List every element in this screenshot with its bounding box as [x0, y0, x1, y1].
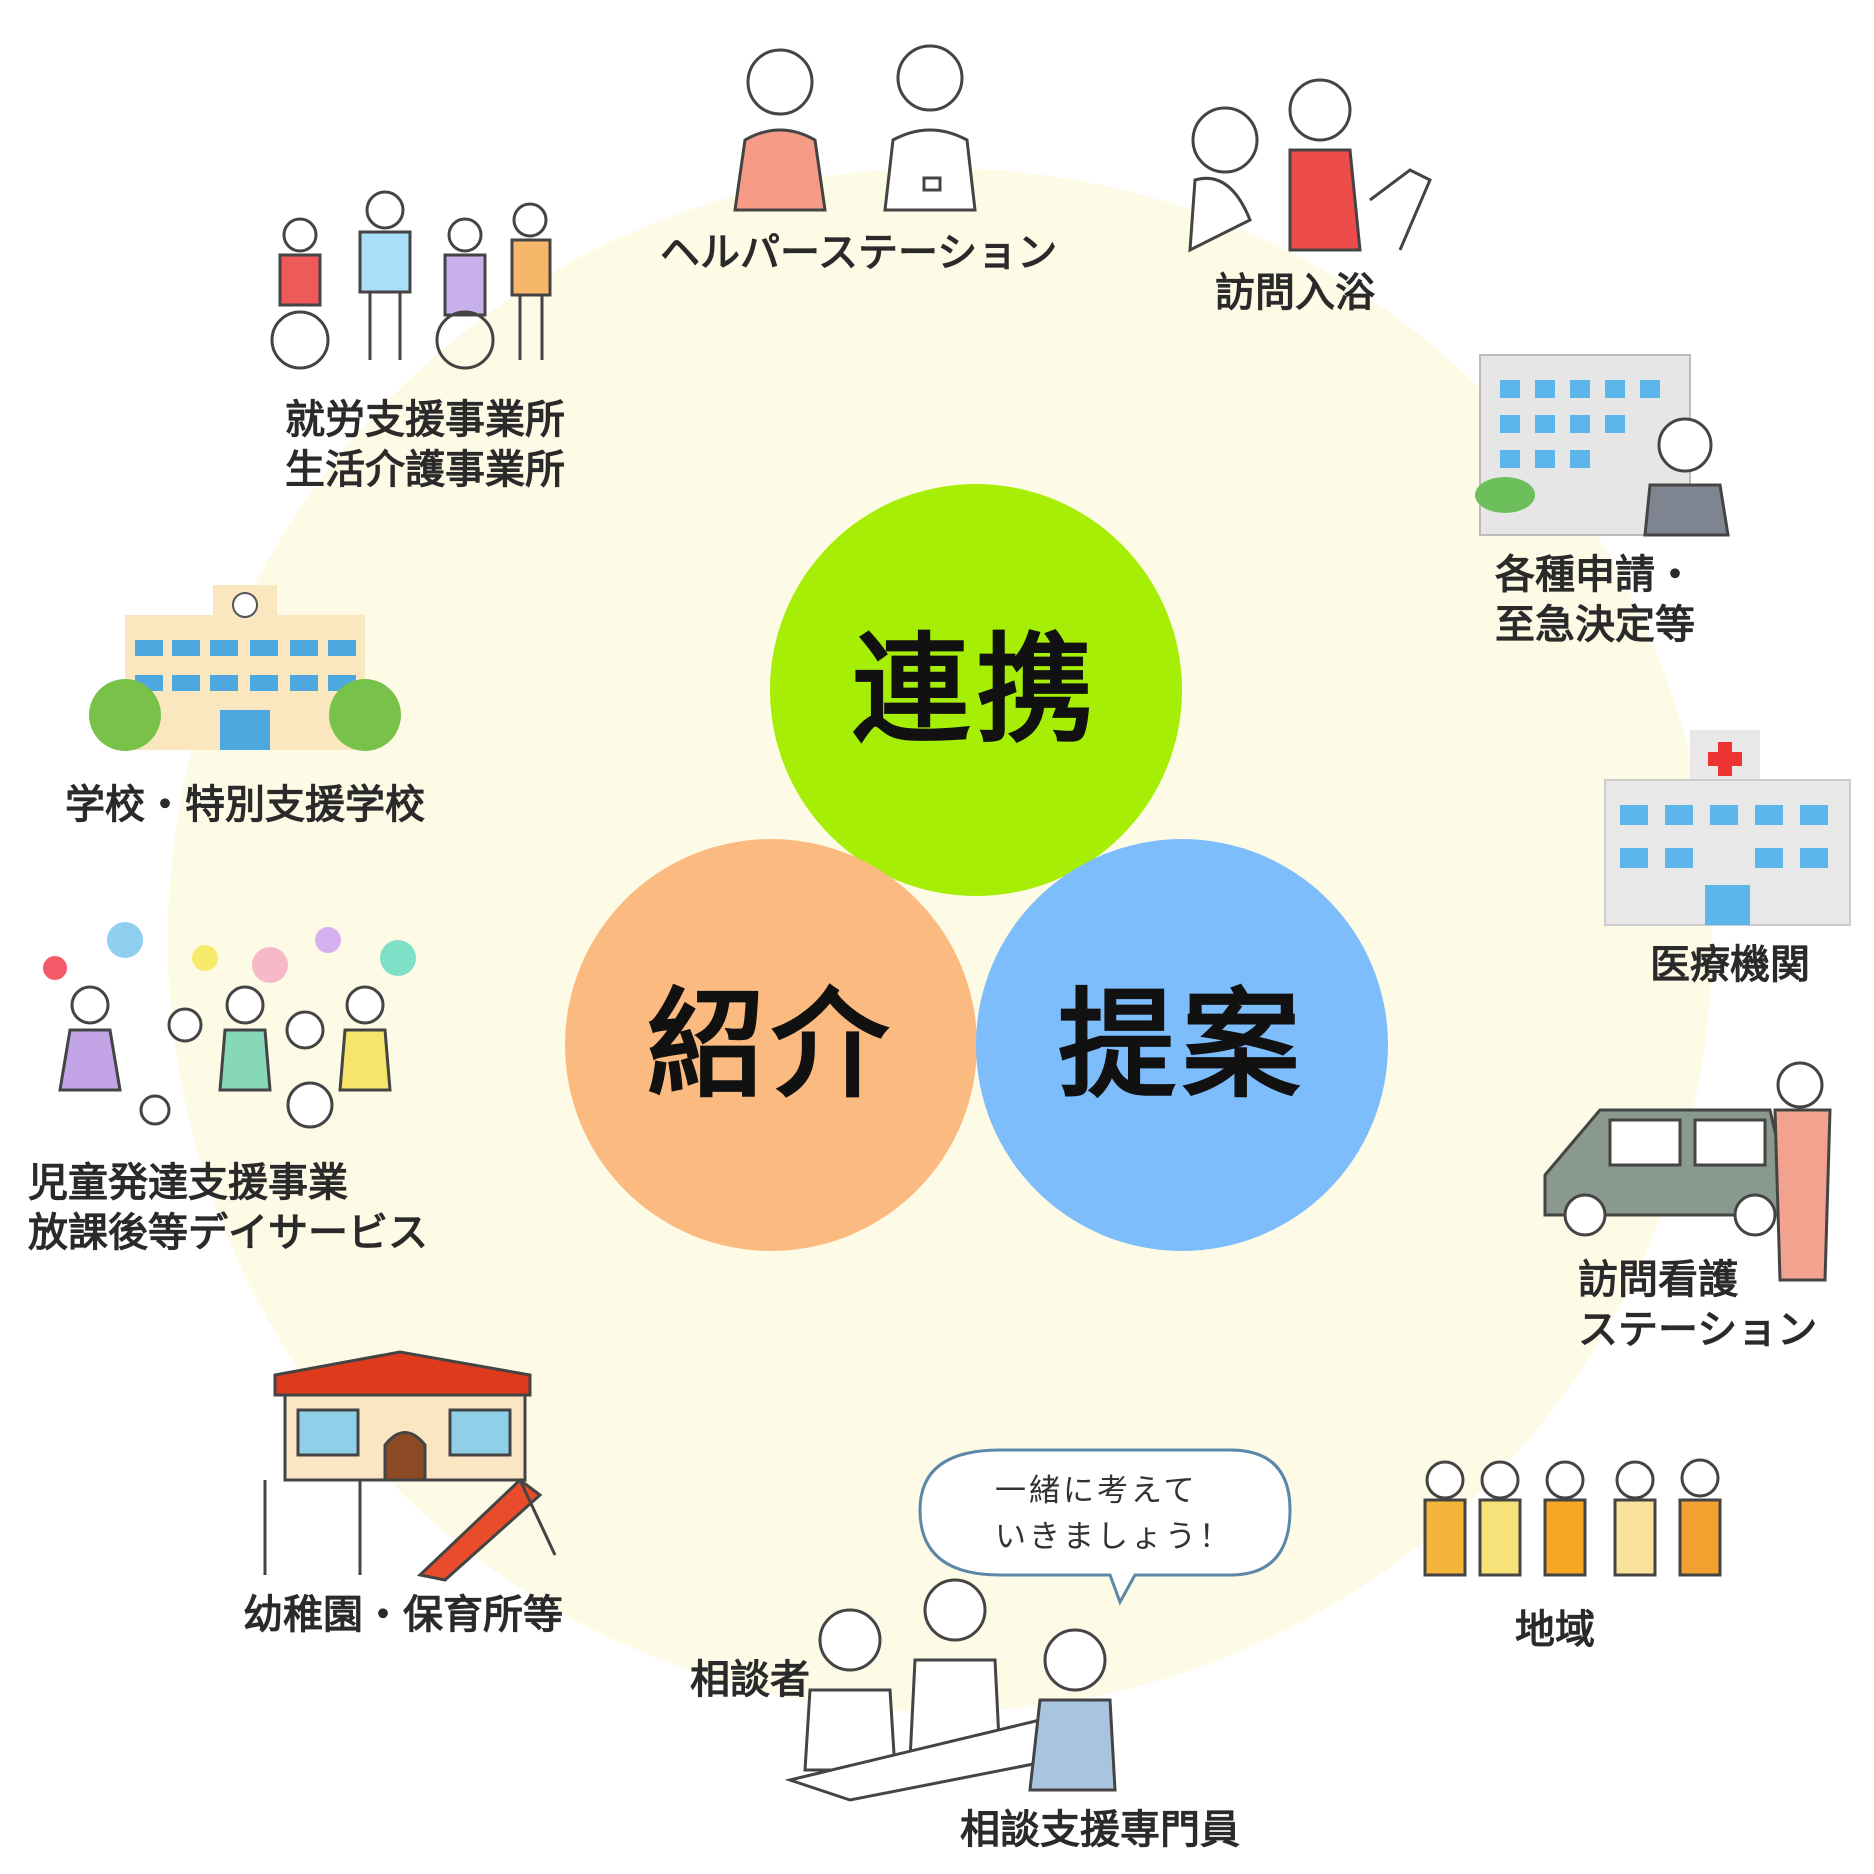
label-employment-support: 就労支援事業所 生活介護事業所: [285, 397, 565, 493]
label-home-bathing: 訪問入浴: [1215, 270, 1375, 316]
speech-bubble-text: 一緒に考えて いきましょう！: [995, 1468, 1233, 1560]
right-circle: [976, 839, 1388, 1251]
wheelchair-group-icon: [270, 190, 552, 370]
speech-bubble-line1: 一緒に考えて: [995, 1473, 1198, 1509]
label-consultant-specialist: 相談支援専門員: [960, 1807, 1240, 1853]
label-school: 学校・特別支援学校: [65, 782, 425, 828]
helpers-icon: [733, 44, 977, 212]
label-medical: 医療機関: [1650, 942, 1810, 988]
center-word-right: 提案: [1057, 976, 1306, 1114]
children-playing-icon: [43, 922, 416, 1129]
home-bathing-icon: [1188, 78, 1432, 253]
consultation-icon: [784, 1578, 1117, 1802]
kindergarten-icon: [263, 1350, 557, 1582]
hospital-icon: [1604, 730, 1851, 926]
label-child-development: 児童発達支援事業 放課後等デイサービス: [28, 1160, 428, 1256]
label-kindergarten: 幼稚園・保育所等: [243, 1592, 563, 1638]
community-people-icon: [1423, 1458, 1722, 1577]
label-applications: 各種申請・ 至急決定等: [1495, 552, 1695, 648]
office-building-icon: [1475, 354, 1730, 537]
center-word-top: 連携: [851, 621, 1100, 759]
label-helper-station: ヘルパーステーション: [660, 230, 1058, 276]
center-word-left: 紹介: [646, 976, 895, 1114]
nursing-car-icon: [1543, 1061, 1832, 1282]
left-circle: [565, 839, 977, 1251]
top-circle: [770, 484, 1182, 896]
label-community: 地域: [1515, 1607, 1595, 1653]
label-client: 相談者: [690, 1657, 810, 1703]
speech-bubble: [918, 1448, 1292, 1606]
school-icon: [89, 585, 401, 751]
speech-bubble-line2: いきましょう！: [995, 1519, 1233, 1555]
label-visiting-nursing: 訪問看護 ステーション: [1578, 1257, 1818, 1353]
